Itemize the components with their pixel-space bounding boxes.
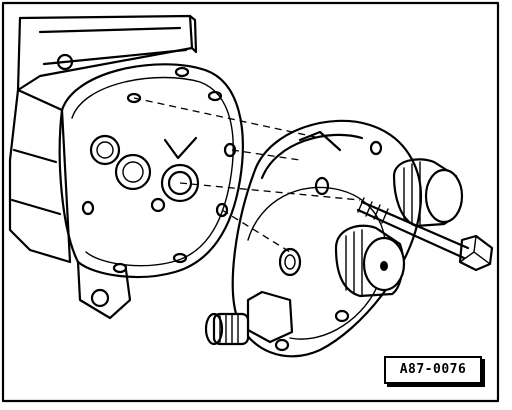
alignment-dash-lines bbox=[133, 97, 361, 253]
output-shaft bbox=[204, 290, 294, 346]
rear-plate bbox=[58, 63, 244, 279]
top-bearing bbox=[392, 158, 464, 228]
reference-code-label: A87-0076 bbox=[384, 356, 482, 384]
frame bbox=[1, 1, 500, 403]
hub-bearing bbox=[334, 224, 406, 298]
fixing-bolt bbox=[356, 197, 494, 272]
compressor-housing bbox=[8, 14, 198, 320]
